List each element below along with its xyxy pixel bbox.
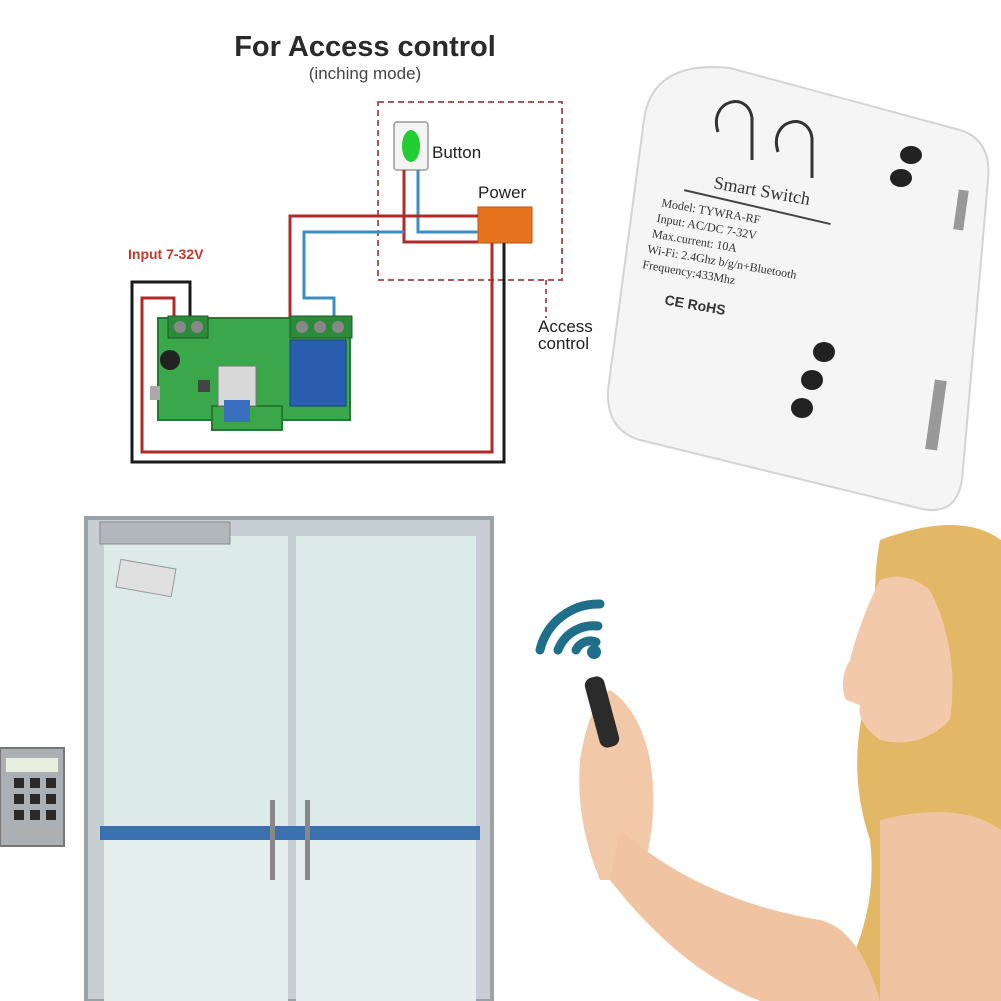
door-glass-right-bottom bbox=[296, 840, 476, 1001]
input-voltage-label: Input 7-32V bbox=[128, 246, 204, 262]
access-scene bbox=[0, 516, 1001, 1001]
button-green-cap bbox=[402, 130, 420, 162]
wire-blue-button bbox=[416, 170, 478, 234]
door-blue-stripe bbox=[100, 826, 480, 840]
hand bbox=[579, 690, 654, 880]
wire-red-button bbox=[402, 170, 478, 244]
device-antenna-loops bbox=[714, 100, 814, 178]
woman-face bbox=[842, 576, 953, 743]
wire-black-input bbox=[130, 243, 506, 464]
wire-red-relay bbox=[288, 214, 478, 318]
power-block bbox=[477, 206, 533, 244]
access-label-line1: Access bbox=[538, 317, 593, 336]
relay-board bbox=[150, 315, 353, 431]
access-control-label: Access control bbox=[538, 318, 593, 352]
button-label: Button bbox=[432, 143, 482, 162]
power-label: Power bbox=[478, 183, 527, 202]
door-handle-left bbox=[270, 800, 275, 880]
diagram-subtitle: (inching mode) bbox=[308, 64, 422, 83]
door-glass-left-bottom bbox=[104, 840, 288, 1001]
door-glass-right-top bbox=[296, 536, 476, 826]
woman-arm bbox=[610, 830, 880, 1001]
diagram-title: For Access control bbox=[234, 31, 496, 63]
wire-red-input bbox=[140, 243, 494, 454]
access-label-line2: control bbox=[538, 334, 590, 353]
keypad bbox=[0, 747, 65, 847]
access-control-box bbox=[377, 101, 563, 281]
smart-switch-device: Smart Switch Model: TYWRA-RF Input: AC/D… bbox=[606, 66, 990, 512]
door-handle-right bbox=[305, 800, 310, 880]
wire-blue-relay bbox=[302, 230, 404, 320]
wiring-diagram bbox=[130, 101, 563, 464]
woman-shoulder bbox=[880, 812, 1001, 1001]
door-closer bbox=[99, 521, 231, 545]
remote-control-icon bbox=[584, 676, 620, 748]
wifi-signal-icon bbox=[535, 599, 605, 655]
